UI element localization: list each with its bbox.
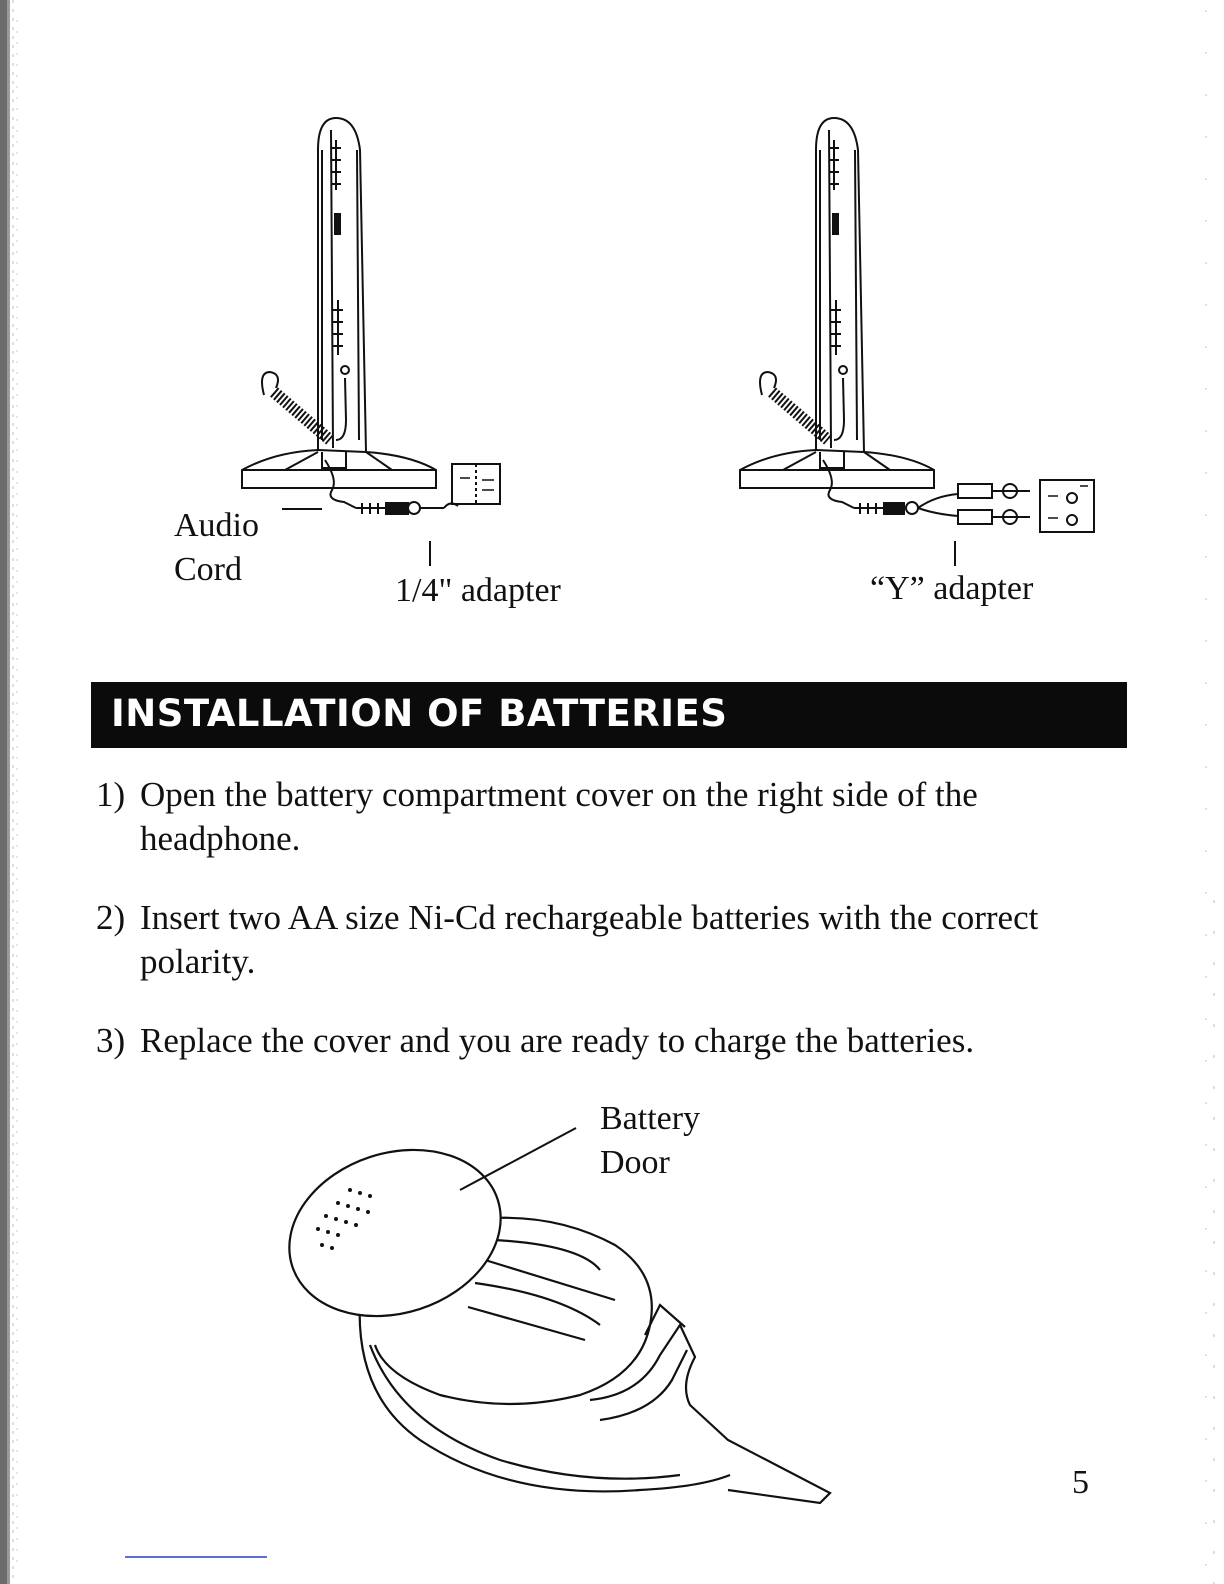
battery-door-label-line1: Battery bbox=[600, 1098, 700, 1141]
audio-cord-label-line2: Cord bbox=[174, 549, 242, 592]
footer-rule bbox=[125, 1556, 267, 1558]
step-item: 1) Open the battery compartment cover on… bbox=[96, 773, 1136, 861]
callout-leader bbox=[460, 1128, 576, 1190]
step-text: Replace the cover and you are ready to c… bbox=[140, 1019, 1136, 1063]
step-text: Insert two AA size Ni-Cd rechargeable ba… bbox=[140, 896, 1136, 984]
step-text: Open the battery compartment cover on th… bbox=[140, 773, 1136, 861]
page-number: 5 bbox=[1072, 1464, 1089, 1502]
step-item: 2) Insert two AA size Ni-Cd rechargeable… bbox=[96, 896, 1136, 984]
step-number: 3) bbox=[96, 1019, 125, 1063]
transmitter-right-illustration bbox=[740, 118, 1094, 566]
battery-door-label-line2: Door bbox=[600, 1142, 670, 1185]
earcup-illustration bbox=[268, 1124, 830, 1503]
section-header: INSTALLATION OF BATTERIES bbox=[91, 682, 1127, 748]
section-title: INSTALLATION OF BATTERIES bbox=[111, 690, 727, 738]
step-number: 1) bbox=[96, 773, 125, 817]
step-item: 3) Replace the cover and you are ready t… bbox=[96, 1019, 1136, 1063]
step-number: 2) bbox=[96, 896, 125, 940]
transmitter-left-illustration bbox=[242, 118, 500, 566]
audio-cord-label-line1: Audio bbox=[174, 505, 259, 548]
quarter-inch-adapter-label: 1/4" adapter bbox=[395, 570, 561, 613]
y-adapter-label: “Y” adapter bbox=[870, 568, 1033, 611]
battery-door-diagram bbox=[260, 1095, 900, 1535]
